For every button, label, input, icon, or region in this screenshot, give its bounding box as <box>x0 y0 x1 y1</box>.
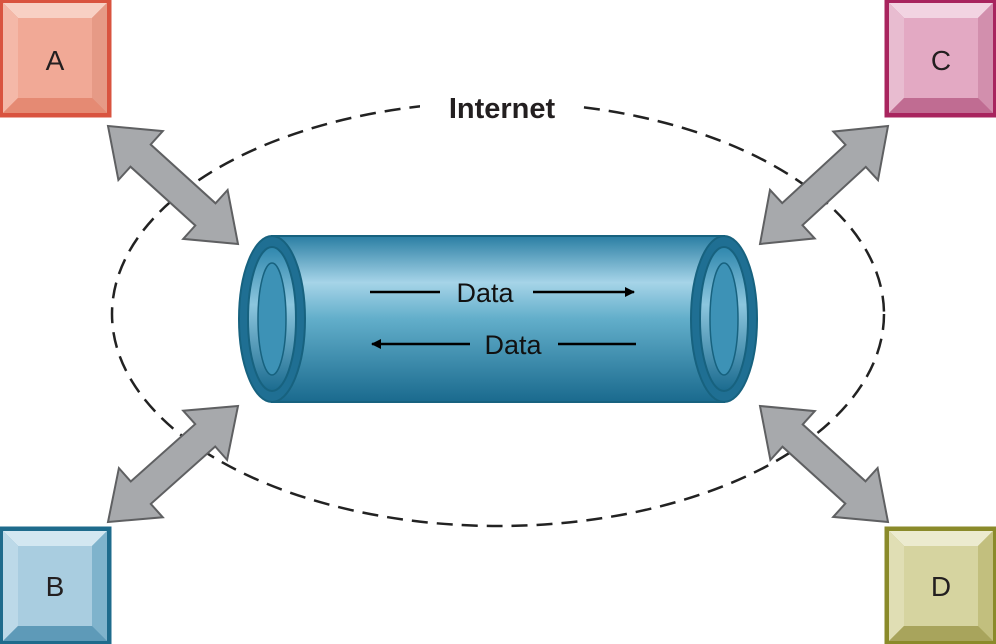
arrow-node-c <box>758 124 890 246</box>
tunnel-body <box>271 235 725 403</box>
node-b-label: B <box>46 571 65 602</box>
internet-label: Internet <box>449 93 556 125</box>
arrows-layer <box>106 124 890 524</box>
arrow-node-b <box>106 404 240 524</box>
node-d[interactable]: D <box>884 526 996 644</box>
data-label-top: Data <box>456 278 514 308</box>
node-c-label: C <box>931 45 951 76</box>
arrow-node-a <box>106 124 240 246</box>
vpn-tunnel: Data Data <box>238 235 758 403</box>
arrow-node-d <box>758 404 890 524</box>
node-a-label: A <box>46 45 65 76</box>
node-b[interactable]: B <box>0 526 112 644</box>
node-c[interactable]: C <box>884 0 996 118</box>
data-label-bottom: Data <box>484 330 542 360</box>
node-d-label: D <box>931 571 951 602</box>
node-a[interactable]: A <box>0 0 112 118</box>
